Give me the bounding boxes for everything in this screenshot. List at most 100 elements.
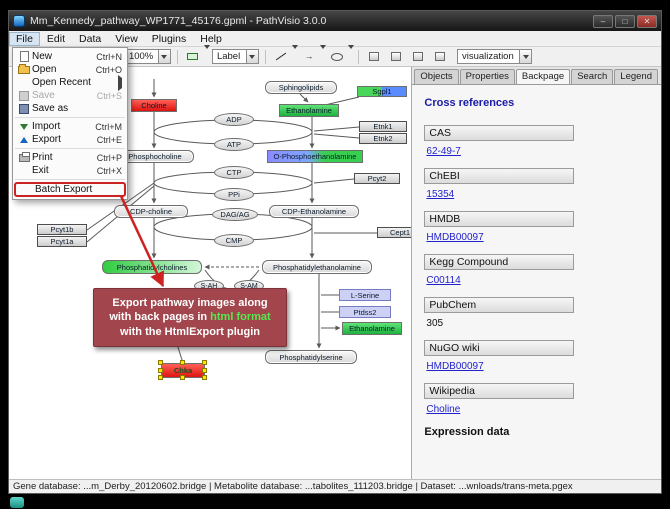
pathway-node-dag-ag[interactable]: DAG/AG xyxy=(212,208,258,221)
label-tool[interactable]: Label xyxy=(211,49,259,64)
line-tool-dropdown[interactable] xyxy=(291,45,298,64)
menu-item-open-recent[interactable]: Open Recent xyxy=(13,74,127,91)
pathway-node-pcyt2[interactable]: Pcyt2 xyxy=(354,173,400,184)
menu-item-open[interactable]: Open Ctrl+O xyxy=(13,63,127,76)
crossref-value: 305 xyxy=(426,318,444,329)
align-left-button[interactable] xyxy=(364,49,384,65)
connector-tool-dropdown[interactable] xyxy=(319,45,326,64)
shape-tool[interactable] xyxy=(327,49,347,65)
pathway-node-cmp[interactable]: CMP xyxy=(214,234,254,247)
menu-item-export[interactable]: Export Ctrl+E xyxy=(13,133,127,146)
selection-handle[interactable] xyxy=(158,375,163,380)
label-dropdown-button[interactable] xyxy=(245,49,259,64)
menu-item-print[interactable]: Print Ctrl+P xyxy=(13,151,127,164)
menu-edit[interactable]: Edit xyxy=(46,32,66,45)
gene-product-dropdown[interactable] xyxy=(203,45,210,64)
crossref-link[interactable]: C00114 xyxy=(426,275,461,286)
pathway-node-ppi[interactable]: PPi xyxy=(214,188,254,201)
connector-tool[interactable]: → xyxy=(299,49,319,65)
pathway-node-cdp-ethanolamine[interactable]: CDP-Ethanolamine xyxy=(269,205,359,218)
selection-handle[interactable] xyxy=(202,367,207,373)
callout-highlight: html format xyxy=(210,311,271,324)
line-tool[interactable] xyxy=(271,49,291,65)
pathway-node-pcyt1a[interactable]: Pcyt1a xyxy=(37,236,87,247)
menu-item-new[interactable]: New Ctrl+N xyxy=(13,50,127,63)
selection-handle[interactable] xyxy=(180,360,185,365)
pathway-node-o-phosphoethanolamine[interactable]: O-Phosphoethanolamine xyxy=(267,150,363,163)
pathway-node-sgpl1[interactable]: Sgpl1 xyxy=(357,86,407,97)
pathway-node-phosphatidylethanolamine[interactable]: Phosphatidylethanolamine xyxy=(262,260,372,274)
menu-separator xyxy=(15,148,125,149)
close-button[interactable]: ✕ xyxy=(637,14,657,28)
pathway-node-ctp[interactable]: CTP xyxy=(214,166,254,179)
gene-product-icon xyxy=(187,53,199,60)
menu-file[interactable]: File xyxy=(9,31,40,46)
submenu-arrow-icon xyxy=(118,74,122,91)
app-icon xyxy=(13,15,25,27)
menu-item-save[interactable]: Save Ctrl+S xyxy=(13,89,127,102)
crossref-db-name: HMDB xyxy=(424,211,575,227)
pathway-node-phosphatidylcholines[interactable]: Phosphatidylcholines xyxy=(102,260,202,274)
pathway-node-sphingolipids[interactable]: Sphingolipids xyxy=(265,81,337,94)
crossref-link[interactable]: HMDB00097 xyxy=(426,361,484,372)
gene-product-tool[interactable] xyxy=(183,49,203,65)
pathway-node-adp[interactable]: ADP xyxy=(214,113,254,126)
file-menu: New Ctrl+N Open Ctrl+O Open Recent Save … xyxy=(12,47,128,200)
align-top-icon xyxy=(412,52,423,61)
pathway-node-phosphatidylserine[interactable]: Phosphatidylserine xyxy=(265,350,357,364)
pathway-node-atp[interactable]: ATP xyxy=(214,138,254,151)
crossref-link[interactable]: HMDB00097 xyxy=(426,232,484,243)
selection-handle[interactable] xyxy=(158,367,163,373)
crossref-db-name: CAS xyxy=(424,125,575,141)
pathway-edge xyxy=(153,171,313,195)
selection-handle[interactable] xyxy=(202,375,207,380)
menu-item-save-as[interactable]: Save as xyxy=(13,102,127,115)
pathway-node-cept1[interactable]: Cept1 xyxy=(377,227,412,238)
align-top-button[interactable] xyxy=(408,49,428,65)
zoom-select[interactable]: 100% xyxy=(123,49,171,64)
menu-separator xyxy=(15,117,125,118)
shape-tool-dropdown[interactable] xyxy=(347,45,354,64)
selection-handle[interactable] xyxy=(158,360,163,365)
crossref-link[interactable]: Choline xyxy=(426,404,461,415)
crossref-link[interactable]: 15354 xyxy=(426,189,455,200)
tab-search[interactable]: Search xyxy=(571,69,614,84)
tab-legend[interactable]: Legend xyxy=(614,69,658,84)
tab-objects[interactable]: Objects xyxy=(414,69,459,84)
pathway-node-etnk2[interactable]: Etnk2 xyxy=(359,133,407,144)
pathway-node-ptdss2[interactable]: Ptdss2 xyxy=(339,306,391,318)
pathway-node-l-serine[interactable]: L-Serine xyxy=(339,289,391,301)
pathway-node-etnk1[interactable]: Etnk1 xyxy=(359,121,407,132)
menu-item-import[interactable]: Import Ctrl+M xyxy=(13,120,127,133)
title-bar[interactable]: Mm_Kennedy_pathway_WP1771_45176.gpml - P… xyxy=(9,11,661,31)
menu-item-exit[interactable]: Exit Ctrl+X xyxy=(32,165,122,176)
minimize-button[interactable]: – xyxy=(593,14,613,28)
pathway-node-choline[interactable]: Choline xyxy=(131,99,177,112)
visualization-select[interactable]: visualization xyxy=(457,49,532,64)
tab-properties[interactable]: Properties xyxy=(459,69,515,84)
tab-backpage[interactable]: Backpage xyxy=(515,69,571,84)
pathway-node-pcyt1b[interactable]: Pcyt1b xyxy=(37,224,87,235)
menu-plugins[interactable]: Plugins xyxy=(151,32,187,45)
maximize-button[interactable]: □ xyxy=(615,14,635,28)
zoom-value: 100% xyxy=(123,49,158,64)
selection-handle[interactable] xyxy=(202,360,207,365)
panel-tabs: Objects Properties Backpage Search Legen… xyxy=(412,67,661,85)
pathway-node-phosphocholine[interactable]: Phosphocholine xyxy=(116,150,194,163)
chevron-down-icon xyxy=(249,54,256,59)
pathway-node-cdp-choline[interactable]: CDP-choline xyxy=(114,205,188,218)
visualization-dropdown-button[interactable] xyxy=(519,49,532,64)
distribute-button[interactable] xyxy=(430,49,450,65)
menu-data[interactable]: Data xyxy=(79,32,102,45)
zoom-dropdown-button[interactable] xyxy=(157,49,171,64)
pathway-node-ethanolamine[interactable]: Ethanolamine xyxy=(279,104,339,117)
pathway-node-ethanolamine[interactable]: Ethanolamine xyxy=(342,322,402,335)
align-center-button[interactable] xyxy=(386,49,406,65)
menu-item-batch-export[interactable]: Batch Export xyxy=(14,182,126,197)
crossref-section-nugo: NuGO wiki HMDB00097 xyxy=(424,340,649,374)
expression-data-heading: Expression data xyxy=(424,426,510,438)
menu-help[interactable]: Help xyxy=(200,32,222,45)
menu-view[interactable]: View xyxy=(115,32,138,45)
selection-handle[interactable] xyxy=(180,375,185,380)
crossref-link[interactable]: 62-49-7 xyxy=(426,146,461,157)
